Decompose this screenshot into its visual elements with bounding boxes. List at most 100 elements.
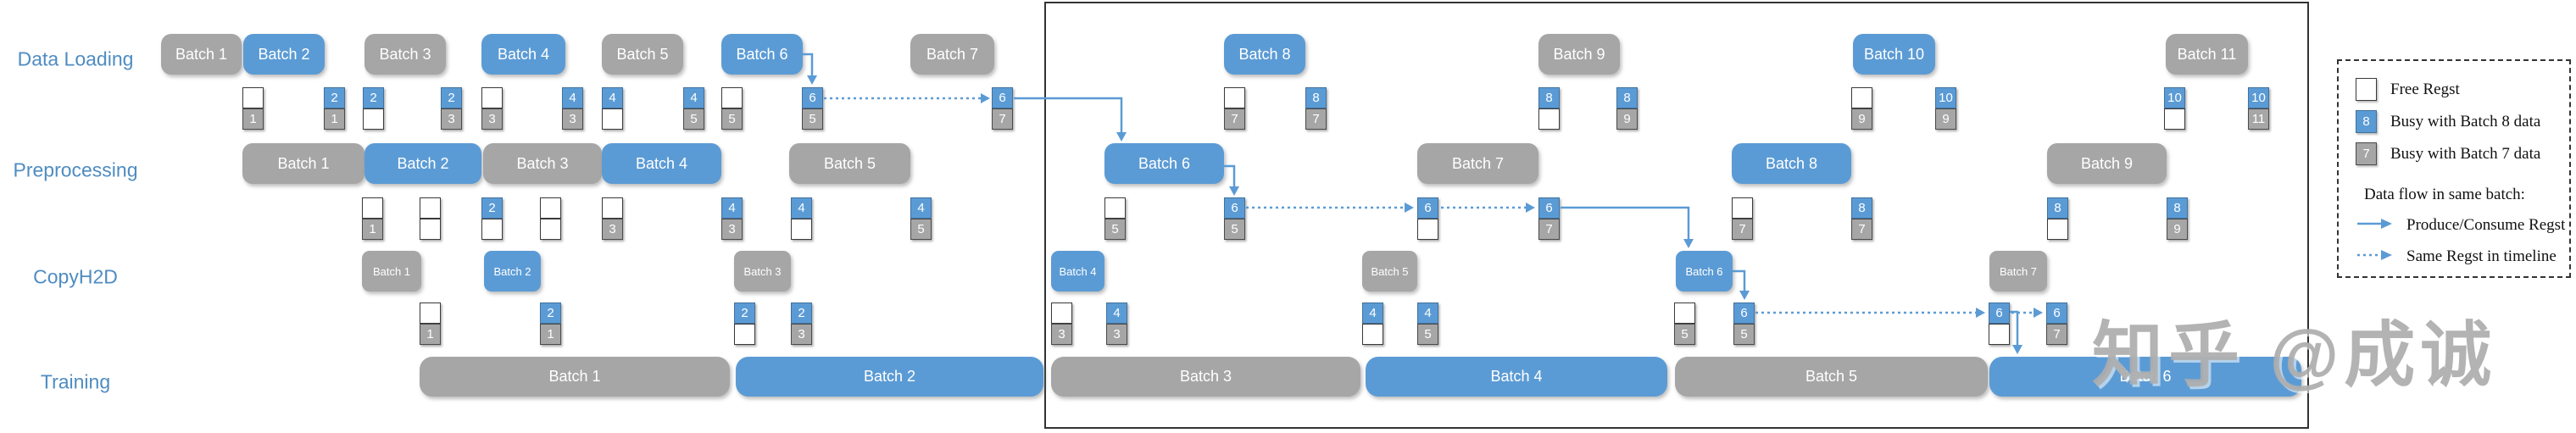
register-copyh2d: 5 bbox=[1674, 303, 1695, 345]
batch-box-copyh2d: Batch 5 bbox=[1362, 251, 1417, 291]
register-cell-free bbox=[242, 87, 264, 108]
arrowhead-icon bbox=[2012, 345, 2022, 354]
register-cell-free bbox=[602, 108, 623, 130]
register-cell-busy: 7 bbox=[992, 108, 1013, 130]
register-preprocessing: 2 bbox=[481, 197, 503, 240]
register-cell-busy: 5 bbox=[721, 108, 743, 130]
register-copyh2d: 6 bbox=[1989, 303, 2010, 345]
register-cell-busy: 4 bbox=[791, 197, 812, 219]
register-cell-busy: 11 bbox=[2248, 108, 2269, 130]
register-cell-free bbox=[1538, 108, 1560, 130]
arrowhead-icon bbox=[1739, 291, 1750, 300]
register-cell-free bbox=[721, 87, 743, 108]
produce-consume-arrow bbox=[1561, 206, 1690, 240]
register-preprocessing: 1 bbox=[362, 197, 383, 240]
legend-label: Produce/Consume Regst bbox=[2406, 216, 2566, 234]
batch-box-copyh2d: Batch 7 bbox=[1989, 251, 2047, 291]
register-cell-free bbox=[1851, 87, 1872, 108]
register-cell-busy: 3 bbox=[481, 108, 503, 130]
register-cell-busy: 3 bbox=[441, 108, 462, 130]
batch-box-preprocessing: Batch 4 bbox=[602, 143, 721, 184]
batch-box-data-loading: Batch 7 bbox=[910, 34, 994, 75]
produce-consume-arrow-icon bbox=[2356, 218, 2393, 234]
register-data-loading: 4 bbox=[602, 87, 623, 130]
batch-box-data-loading: Batch 10 bbox=[1853, 34, 1935, 75]
legend-item: Free Regst bbox=[2356, 78, 2460, 101]
register-cell-busy: 2 bbox=[540, 303, 561, 324]
register-cell-free bbox=[540, 219, 561, 240]
arrowhead-icon bbox=[981, 93, 990, 103]
batch-box-copyh2d: Batch 3 bbox=[734, 251, 791, 291]
arrowhead-icon bbox=[1405, 203, 1414, 213]
legend-label: Same Regst in timeline bbox=[2406, 247, 2557, 265]
register-cell-busy: 3 bbox=[562, 108, 583, 130]
batch-box-data-loading: Batch 2 bbox=[243, 34, 325, 75]
register-cell-free bbox=[1417, 219, 1438, 240]
register-cell-busy: 9 bbox=[2167, 219, 2188, 240]
register-cell-free bbox=[2047, 219, 2068, 240]
register-cell-busy: 8 bbox=[1305, 87, 1327, 108]
register-cell-busy: 10 bbox=[2164, 87, 2185, 108]
register-data-loading: 8 bbox=[1538, 87, 1560, 130]
register-data-loading: 7 bbox=[1224, 87, 1245, 130]
batch-box-preprocessing: Batch 5 bbox=[789, 143, 910, 184]
batch-box-training: Batch 1 bbox=[420, 357, 730, 397]
register-cell-busy: 5 bbox=[1733, 324, 1755, 345]
register-cell-free bbox=[1362, 324, 1383, 345]
register-cell-busy: 6 bbox=[1224, 197, 1245, 219]
batch-box-training: Batch 6 bbox=[1989, 357, 2301, 397]
row-label-preprocessing: Preprocessing bbox=[13, 158, 138, 181]
register-cell-free bbox=[362, 197, 383, 219]
register-cell-busy: 9 bbox=[1851, 108, 1872, 130]
register-cell-free bbox=[420, 303, 441, 324]
register-cell-busy: 7 bbox=[1305, 108, 1327, 130]
legend-swatch-gray: 7 bbox=[2356, 142, 2377, 165]
legend-section-title: Data flow in same batch: bbox=[2364, 186, 2525, 203]
produce-consume-arrow bbox=[1014, 97, 1123, 133]
register-cell-busy: 6 bbox=[2046, 303, 2067, 324]
batch-box-training: Batch 3 bbox=[1051, 357, 1360, 397]
batch-box-preprocessing: Batch 3 bbox=[483, 143, 602, 184]
arrowhead-icon bbox=[1683, 239, 1694, 248]
register-cell-busy: 8 bbox=[1851, 197, 1872, 219]
register-cell-busy: 1 bbox=[242, 108, 264, 130]
batch-box-copyh2d: Batch 4 bbox=[1051, 251, 1104, 291]
register-cell-busy: 8 bbox=[1616, 87, 1638, 108]
register-preprocessing: 8 bbox=[2047, 197, 2068, 240]
register-cell-busy: 4 bbox=[1417, 303, 1438, 324]
register-preprocessing: 3 bbox=[602, 197, 623, 240]
register-cell-busy: 7 bbox=[1732, 219, 1753, 240]
row-label-data-loading: Data Loading bbox=[17, 47, 134, 70]
register-cell-busy: 5 bbox=[1104, 219, 1126, 240]
arrowhead-icon bbox=[1229, 186, 1239, 196]
register-cell-busy: 5 bbox=[1674, 324, 1695, 345]
batch-box-data-loading: Batch 4 bbox=[481, 34, 565, 75]
register-preprocessing: 7 bbox=[1732, 197, 1753, 240]
register-cell-busy: 5 bbox=[683, 108, 704, 130]
register-data-loading: 2 bbox=[363, 87, 384, 130]
register-cell-busy: 2 bbox=[791, 303, 812, 324]
register-cell-free bbox=[420, 219, 441, 240]
register-cell-free bbox=[540, 197, 561, 219]
register-cell-busy: 6 bbox=[992, 87, 1013, 108]
legend-item: Produce/Consume Regst bbox=[2356, 216, 2565, 235]
register-cell-busy: 6 bbox=[802, 87, 823, 108]
register-cell-busy: 4 bbox=[1106, 303, 1127, 324]
batch-box-data-loading: Batch 9 bbox=[1538, 34, 1620, 75]
batch-box-preprocessing: Batch 1 bbox=[242, 143, 364, 184]
register-cell-free bbox=[1989, 324, 2010, 345]
register-cell-busy: 4 bbox=[683, 87, 704, 108]
register-cell-busy: 1 bbox=[324, 108, 345, 130]
legend-label: Busy with Batch 8 data bbox=[2390, 112, 2541, 130]
